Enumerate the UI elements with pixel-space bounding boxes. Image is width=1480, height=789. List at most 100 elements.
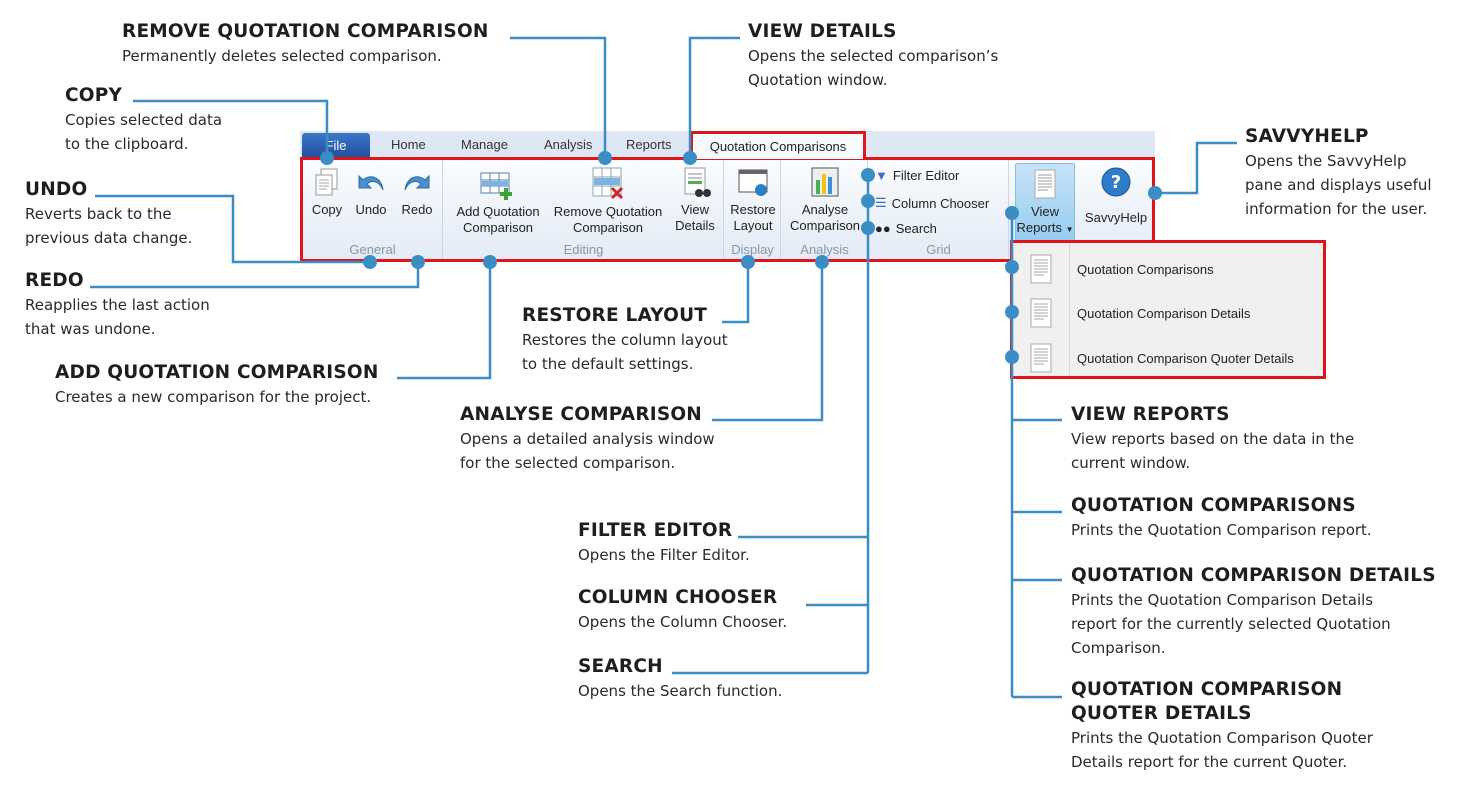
group-label-display: Display: [731, 242, 774, 257]
callout-text: Prints the Quotation Comparison Details: [1071, 591, 1374, 609]
callout-text: information for the user.: [1245, 200, 1428, 218]
callout-text: Prints the Quotation Comparison Quoter: [1071, 729, 1373, 747]
restore-label-1: Restore: [730, 202, 776, 217]
report-document-icon: [1034, 169, 1056, 199]
callout-title: QUOTATION COMPARISON: [1071, 679, 1343, 700]
callout-text: that was undone.: [25, 320, 156, 338]
callout-remove: REMOVE QUOTATION COMPARISON Permanently d…: [122, 20, 489, 68]
connector-analyse: [712, 262, 824, 422]
remove-label-1: Remove Quotation: [553, 204, 663, 219]
callout-title: VIEW DETAILS: [748, 21, 897, 42]
savvyhelp-button[interactable]: ? SavvyHelp: [1079, 166, 1153, 226]
tab-quotation-comparisons[interactable]: Quotation Comparisons: [690, 131, 866, 159]
filter-editor-button[interactable]: ▼ Filter Editor: [875, 168, 959, 183]
group-label-grid: Grid: [926, 242, 951, 257]
column-chooser-button[interactable]: ☰Column Chooser: [875, 195, 989, 211]
menu-item-quotation-comparison-quoter-details[interactable]: Quotation Comparison Quoter Details: [1013, 336, 1323, 380]
callout-title: REMOVE QUOTATION COMPARISON: [122, 21, 489, 42]
add-label-1: Add Quotation: [456, 204, 540, 219]
copy-button[interactable]: Copy: [307, 166, 347, 218]
analyse-chart-icon: [811, 167, 839, 197]
callout-title: COPY: [65, 85, 123, 106]
restore-layout-button[interactable]: Restore Layout: [727, 166, 779, 234]
report-icon: [1013, 343, 1069, 373]
dropdown-arrow-icon: ▼: [1065, 225, 1074, 234]
view-reports-label-1: View: [1031, 204, 1059, 219]
callout-text: current window.: [1071, 454, 1191, 472]
callout-text: Prints the Quotation Comparison report.: [1071, 521, 1372, 539]
report-icon: [1013, 254, 1069, 284]
remove-quotation-comparison-button[interactable]: Remove Quotation Comparison: [550, 166, 666, 236]
callout-title: QUOTER DETAILS: [1071, 703, 1252, 724]
remove-grid-icon: [592, 167, 624, 200]
tab-home[interactable]: Home: [391, 137, 426, 152]
menu-item-quotation-comparison-details[interactable]: Quotation Comparison Details: [1013, 291, 1323, 335]
report-icon: [1013, 298, 1069, 328]
view-reports-menu: Quotation Comparisons Quotation Comparis…: [1010, 240, 1326, 379]
callout-filter: FILTER EDITOR Opens the Filter Editor.: [578, 519, 750, 567]
menu-item-label: Quotation Comparison Quoter Details: [1077, 350, 1294, 366]
callout-title: SEARCH: [578, 656, 663, 677]
remove-label-2: Comparison: [572, 220, 644, 235]
group-general: Copy Undo Redo General: [303, 160, 443, 259]
callout-text: Opens the Filter Editor.: [578, 546, 750, 564]
restore-layout-icon: [738, 169, 768, 196]
tab-reports[interactable]: Reports: [626, 137, 672, 152]
view-details-button[interactable]: View Details: [670, 166, 720, 234]
callout-text: Reverts back to the: [25, 205, 172, 223]
copy-label: Copy: [311, 202, 343, 217]
view-details-label-1: View: [681, 202, 709, 217]
undo-icon: [358, 174, 384, 191]
callout-text: previous data change.: [25, 229, 193, 247]
analyse-comparison-button[interactable]: Analyse Comparison: [784, 166, 866, 234]
redo-button[interactable]: Redo: [395, 166, 439, 218]
analyse-label-1: Analyse: [801, 202, 849, 217]
menu-separator: [1069, 243, 1070, 376]
callout-text: View reports based on the data in the: [1071, 430, 1355, 448]
callout-text: Permanently deletes selected comparison.: [122, 47, 442, 65]
menu-item-label: Quotation Comparisons: [1077, 261, 1214, 277]
tab-analysis[interactable]: Analysis: [544, 137, 593, 152]
callout-view-reports: VIEW REPORTS View reports based on the da…: [1071, 403, 1354, 475]
connector-savvyhelp: [1155, 141, 1237, 195]
binoculars-icon: ●●: [875, 221, 891, 236]
filter-editor-label: Filter Editor: [892, 168, 960, 183]
undo-button[interactable]: Undo: [349, 166, 393, 218]
tab-manage[interactable]: Manage: [461, 137, 508, 152]
analyse-label-2: Comparison: [789, 218, 861, 233]
view-reports-label-2: Reports ▼: [1016, 220, 1074, 238]
column-chooser-icon: ☰: [875, 195, 887, 210]
group-label-editing: Editing: [563, 242, 604, 257]
search-button[interactable]: ●●Search: [875, 221, 937, 236]
callout-text: Opens the selected comparison’s: [748, 47, 999, 65]
callout-text: Comparison.: [1071, 639, 1166, 657]
callout-title: VIEW REPORTS: [1071, 404, 1230, 425]
view-reports-button[interactable]: View Reports ▼: [1015, 163, 1075, 243]
redo-icon: [404, 174, 430, 191]
add-label-2: Comparison: [462, 220, 534, 235]
filter-icon: ▼: [875, 168, 888, 183]
group-grid: ▼Filter Editor ☰Column Chooser ●●Search …: [869, 160, 1009, 259]
callout-title: ANALYSE COMPARISON: [460, 404, 702, 425]
callout-title: FILTER EDITOR: [578, 520, 733, 541]
callout-text: Creates a new comparison for the project…: [55, 388, 372, 406]
tab-file[interactable]: File: [302, 133, 370, 158]
restore-label-2: Layout: [733, 218, 773, 233]
menu-item-quotation-comparisons[interactable]: Quotation Comparisons: [1013, 247, 1323, 291]
menu-item-label: Quotation Comparison Details: [1077, 305, 1251, 321]
callout-text: to the clipboard.: [65, 135, 189, 153]
connector-add: [397, 262, 492, 380]
callout-text: pane and displays useful: [1245, 176, 1432, 194]
undo-label: Undo: [355, 202, 387, 217]
add-quotation-comparison-button[interactable]: Add Quotation Comparison: [448, 172, 548, 236]
add-grid-icon: [480, 172, 512, 200]
callout-text: Opens the SavvyHelp: [1245, 152, 1407, 170]
group-analysis: Analyse Comparison Analysis: [782, 160, 868, 259]
view-details-icon: [684, 167, 711, 197]
